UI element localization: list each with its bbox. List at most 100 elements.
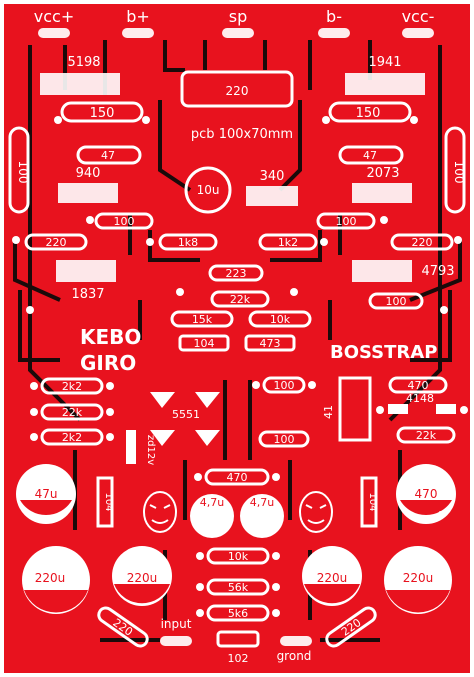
label-104-center: 104 <box>194 337 215 350</box>
diode-4148-a <box>388 404 408 414</box>
label-2k2-left-b: 2k2 <box>62 431 82 444</box>
pad-vcc-minus <box>402 28 434 38</box>
resistor-47-right <box>338 145 404 165</box>
label-4148: 4148 <box>406 392 434 405</box>
transistor-4793 <box>352 260 412 282</box>
capacitor-47u-left-band <box>20 500 72 516</box>
resistor-100-right <box>316 212 376 230</box>
label-2k2-left: 2k2 <box>62 380 82 393</box>
label-5551: 5551 <box>172 408 200 421</box>
transistor-5198 <box>40 73 120 95</box>
label-10k-center: 10k <box>270 313 291 326</box>
resistor-22k-left <box>40 403 104 421</box>
transistor-row-middle: 1837 4793 100 <box>56 260 455 310</box>
pad-b-minus <box>318 28 350 38</box>
label-100-left: 100 <box>114 215 135 228</box>
left-resistor-column: 2k2 22k 2k2 <box>40 377 104 446</box>
capacitor-220u-2-band <box>114 584 170 604</box>
label-22k-center: 22k <box>230 293 251 306</box>
transistor-1837 <box>56 260 116 282</box>
lower-resistor-stack: 10k 56k 5k6 102 <box>206 547 270 665</box>
capacitor-104-right <box>360 476 378 528</box>
label-giro: GIRO <box>80 351 136 375</box>
label-5198: 5198 <box>67 55 100 70</box>
label-vcc-minus: vcc- <box>402 7 435 26</box>
resistor-470-center-body <box>204 468 270 486</box>
pad-sp <box>222 28 254 38</box>
capacitor-102 <box>216 630 260 648</box>
driver-transistors: 940 2073 <box>58 166 412 203</box>
label-22k-right: 22k <box>416 429 437 442</box>
resistor-150-left <box>60 101 144 123</box>
resistor-100-drivers: 100 100 <box>94 212 376 230</box>
resistor-470-right <box>388 376 448 394</box>
resistor-22k-right <box>396 426 456 444</box>
label-100-mid-lower: 100 <box>274 433 295 446</box>
label-grond: grond <box>277 649 312 663</box>
label-340: 340 <box>260 169 285 184</box>
bottom-connectors: input grond <box>160 617 312 663</box>
resistor-56k <box>206 578 270 596</box>
label-470-center: 470 <box>227 471 248 484</box>
resistor-220-right <box>390 233 454 251</box>
capacitor-104-left <box>96 476 114 528</box>
resistor-47-group: 47 47 <box>76 145 404 165</box>
label-41: 41 <box>322 405 335 419</box>
resistor-5k6 <box>206 604 270 622</box>
label-4u7-left: 4,7u <box>200 496 224 509</box>
label-47u-left: 47u <box>35 487 58 501</box>
transistors-5551: 5551 <box>150 392 220 446</box>
resistor-10k-center <box>248 310 312 328</box>
plus-sign-right: + <box>434 508 446 524</box>
label-4793: 4793 <box>421 264 454 279</box>
resistor-220-bottom-right <box>325 606 377 648</box>
transistor-5551-d <box>195 430 220 446</box>
electrolytic-lower: 220u 220u 220u 220u <box>22 546 452 614</box>
small-electrolytics: 4,7u 4,7u <box>143 491 333 538</box>
resistor-1k2 <box>258 233 318 251</box>
label-470-right: 470 <box>408 379 429 392</box>
board-titles: KEBO GIRO BOSSTRAP <box>80 325 437 375</box>
capacitor-220u-4-band <box>386 590 450 613</box>
resistor-223 <box>208 264 264 282</box>
resistor-100-right-lower <box>368 292 424 310</box>
electrolytic-upper: 47u 470 + 104 104 <box>16 464 456 528</box>
resistor-2k2-left-b <box>40 428 104 446</box>
label-5k6: 5k6 <box>228 607 248 620</box>
center-resistor-stack: 223 22k 15k 10k 104 473 <box>170 264 312 352</box>
label-102: 102 <box>228 652 249 665</box>
label-104-right: 104 <box>367 492 378 511</box>
resistor-100-left-vertical <box>8 126 30 214</box>
capacitor-470-right-band <box>400 500 452 516</box>
face-artwork-right <box>299 491 333 533</box>
label-223: 223 <box>226 267 247 280</box>
label-56k: 56k <box>228 581 249 594</box>
label-100-left-vertical: 100 <box>16 161 30 184</box>
label-2073: 2073 <box>366 166 399 181</box>
label-470-right-cap: 470 <box>415 487 438 501</box>
pad-b-plus <box>122 28 154 38</box>
label-10u: 10u <box>197 183 220 197</box>
face-artwork-left <box>143 491 177 533</box>
resistor-10k-bottom <box>206 547 270 565</box>
resistor-2k2-left <box>40 377 104 395</box>
top-connectors: vcc+ b+ sp b- vcc- <box>34 7 435 38</box>
resistor-150-group: 150 150 <box>60 101 412 123</box>
label-1k2: 1k2 <box>278 236 298 249</box>
label-vcc-plus: vcc+ <box>34 7 74 26</box>
label-220u-4: 220u <box>403 571 434 585</box>
label-zd12v: zd12v <box>145 435 156 465</box>
label-220-top: 220 <box>226 84 249 98</box>
label-47-left: 47 <box>101 149 115 162</box>
label-100-right-lower: 100 <box>386 295 407 308</box>
resistor-220-bottom-left <box>97 606 149 648</box>
transistor-940 <box>58 183 118 203</box>
label-b-plus: b+ <box>126 7 150 26</box>
capacitor-104-center <box>178 334 230 352</box>
label-150-right: 150 <box>356 106 381 121</box>
transistor-5551-b <box>195 392 220 408</box>
transistor-5551-a <box>150 392 175 408</box>
label-220-left: 220 <box>46 236 67 249</box>
zener-diode: zd12v <box>126 430 156 465</box>
